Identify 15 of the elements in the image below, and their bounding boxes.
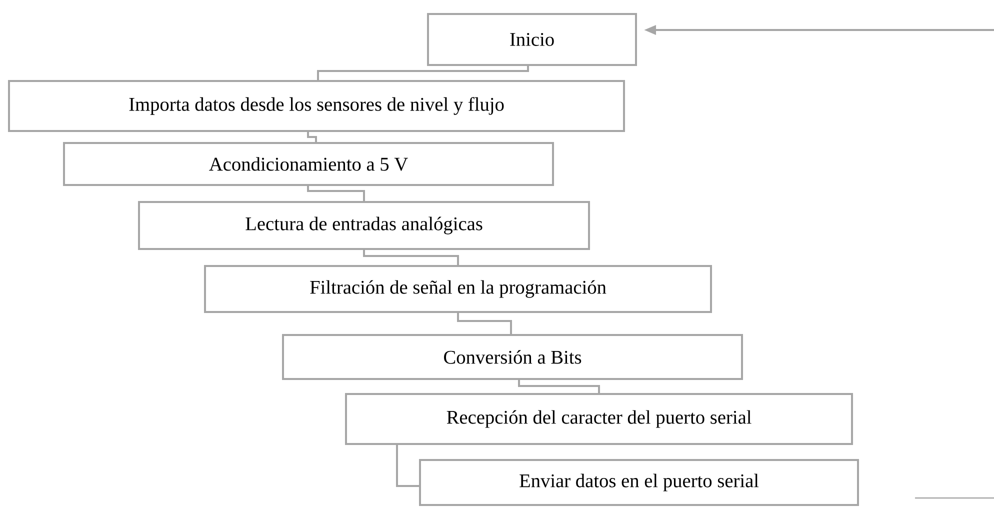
process-box: Lectura de entradas analógicas [138,201,590,250]
connector [317,66,529,80]
process-box: Enviar datos en el puerto serial [419,459,860,506]
connector [307,132,317,142]
connector [518,380,600,393]
connector [307,186,365,201]
connector [396,445,419,487]
process-box: Inicio [427,13,637,66]
process-box: Recepción del caracter del puerto serial [345,393,854,445]
connector [457,313,512,334]
process-box: Filtración de señal en la programación [204,265,712,313]
process-box: Acondicionamiento a 5 V [63,142,554,186]
connector [363,250,459,265]
process-box: Importa datos desde los sensores de nivel y flujo [8,80,625,132]
process-box: Conversión a Bits [282,334,744,380]
